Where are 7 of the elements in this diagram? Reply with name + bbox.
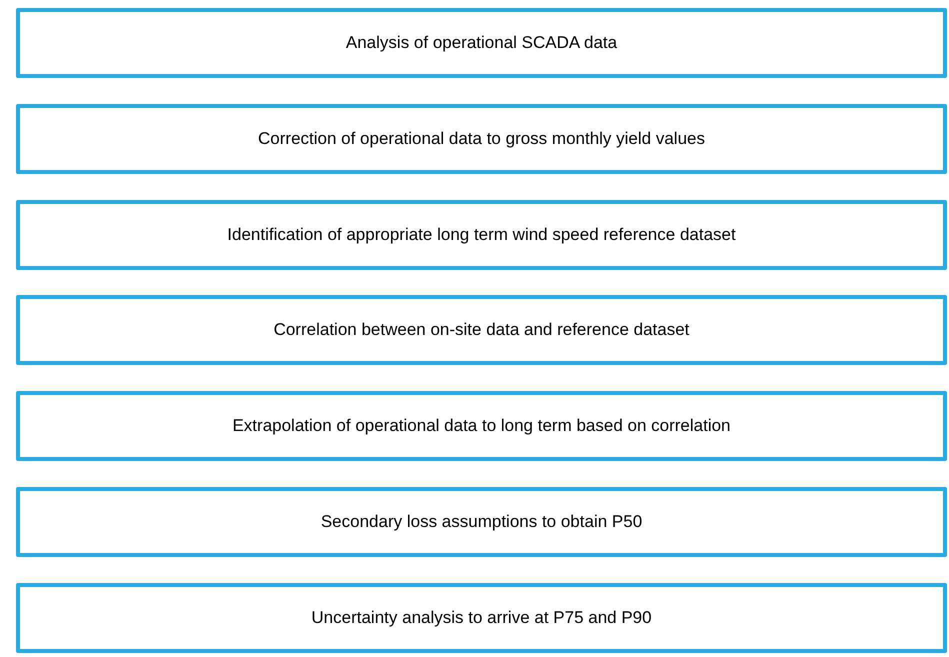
process-box: Correlation between on-site data and reference dataset [16, 295, 947, 365]
process-box: Secondary loss assumptions to obtain P50 [16, 487, 947, 557]
process-box: Identification of appropriate long term wind speed reference dataset [16, 200, 947, 270]
process-box: Analysis of operational SCADA data [16, 8, 947, 78]
process-box: Uncertainty analysis to arrive at P75 and P90 [16, 583, 947, 653]
process-box: Extrapolation of operational data to long term based on correlation [16, 391, 947, 461]
process-box: Correction of operational data to gross monthly yield values [16, 104, 947, 174]
